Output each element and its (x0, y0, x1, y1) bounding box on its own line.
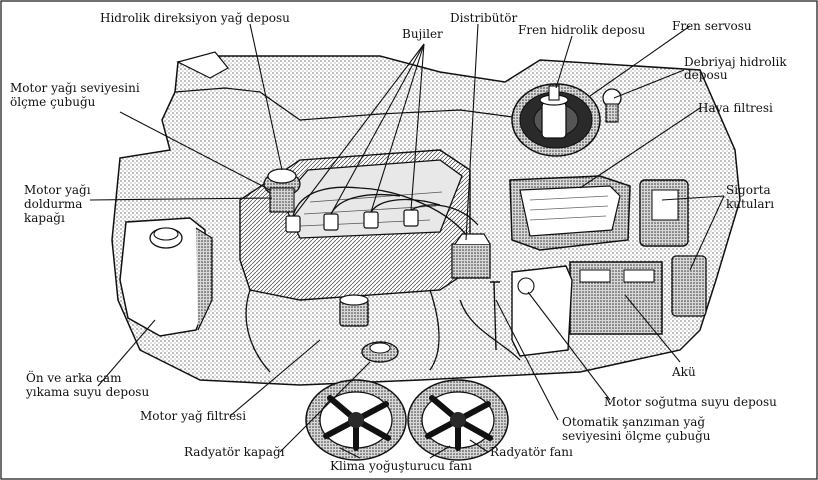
radiator-cap (361, 341, 399, 363)
battery (569, 261, 663, 335)
label-transmission-dipstick-line2: seviyesini ölçme çubuğu (562, 429, 711, 443)
label-washer-reservoir-line1: Ön ve arka cam (26, 371, 122, 385)
label-oil-dipstick-line1: Motor yağı seviyesini (10, 81, 140, 95)
label-brake-fluid-reservoir: Fren hidrolik deposu (518, 23, 646, 37)
label-fuse-boxes-line1: Sigorta (726, 183, 771, 197)
label-oil-filter: Motor yağ filtresi (140, 409, 247, 423)
firewall-contour (174, 87, 521, 121)
label-spark-plugs: Bujiler (402, 27, 443, 41)
leader-lines (89, 23, 725, 459)
hoses (245, 289, 521, 373)
label-radiator-cap: Radyatör kapağı (184, 445, 285, 459)
label-oil-filler-line1: Motor yağı (24, 183, 91, 197)
cowl-panel (176, 51, 229, 79)
label-coolant-reservoir: Motor soğutma suyu deposu (604, 395, 777, 409)
ac-condenser-fan (305, 379, 407, 461)
label-brake-booster: Fren servosu (672, 19, 752, 33)
label-oil-dipstick-line2: ölçme çubuğu (10, 95, 96, 109)
fuse-boxes (639, 179, 707, 317)
ignition-leads (292, 186, 479, 241)
label-battery: Akü (672, 365, 696, 379)
label-clutch-reservoir-line1: Debriyaj hidrolik (684, 55, 787, 69)
label-oil-filler-line2: doldurma (24, 197, 83, 211)
label-power-steering-reservoir: Hidrolik direksiyon yağ deposu (100, 11, 290, 25)
label-air-filter: Hava filtresi (698, 101, 773, 115)
label-radiator-fan: Radyatör fanı (490, 445, 573, 459)
oil-filter (339, 294, 369, 327)
label-oil-filler-line3: kapağı (24, 211, 65, 225)
label-ac-condenser-fan: Klima yoğuşturucu fanı (330, 459, 473, 473)
clutch-reservoir (602, 88, 622, 123)
brake-fluid-reservoir (539, 85, 569, 139)
label-clutch-reservoir-line2: deposu (684, 68, 728, 82)
air-filter-housing (509, 175, 631, 251)
power-steering-reservoir (263, 168, 301, 213)
transmission-dipstick (490, 281, 500, 351)
radiator-fan (407, 379, 509, 461)
label-fuse-boxes-line2: kutuları (726, 197, 775, 211)
spark-plugs (285, 209, 419, 233)
distributor (451, 233, 491, 279)
label-washer-reservoir-line2: yıkama suyu deposu (26, 385, 150, 399)
washer-reservoir (119, 217, 213, 337)
label-transmission-dipstick-line1: Otomatik şanzıman yağ (562, 415, 706, 429)
label-distributor: Distribütör (450, 11, 518, 25)
